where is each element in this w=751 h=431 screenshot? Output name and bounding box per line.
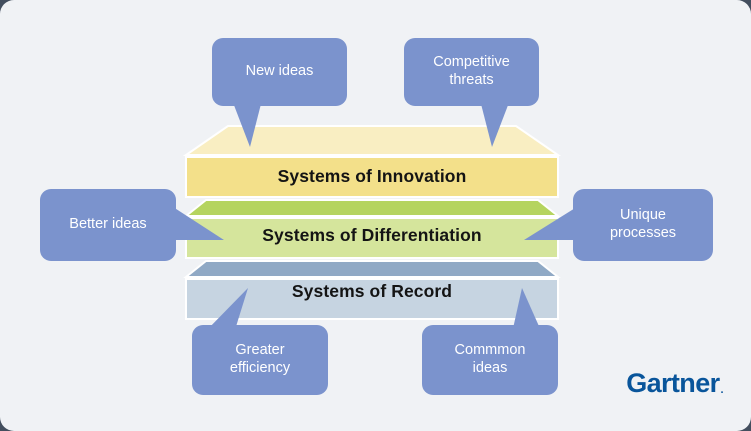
callout-unique-processes[interactable]: Unique processes — [573, 189, 713, 261]
layer-differentiation — [183, 199, 561, 259]
layer-innovation-body — [185, 156, 559, 198]
layer-record-body — [185, 278, 559, 320]
layer-record-top-face — [183, 260, 561, 278]
gartner-logo-text: Gartner — [626, 368, 720, 398]
callout-greater-efficiency-line1: Greater — [235, 342, 285, 359]
callout-competitive-threats-label: Competitive threats — [433, 54, 510, 89]
callout-better-ideas-label: Better ideas — [69, 216, 147, 233]
callout-commmon-ideas-line2: ideas — [472, 360, 508, 376]
callout-better-ideas[interactable]: Better ideas — [40, 189, 176, 261]
layer-label-innovation: Systems of Innovation — [277, 166, 467, 186]
callout-new-ideas-label: New ideas — [245, 63, 314, 80]
callout-unique-processes-line2: processes — [609, 225, 677, 241]
callout-commmon-ideas[interactable]: Commmon ideas — [422, 325, 558, 395]
callout-greater-efficiency[interactable]: Greater efficiency — [192, 325, 328, 395]
callout-unique-processes-line1: Unique — [620, 207, 666, 224]
callout-competitive-threats-line1: Competitive — [433, 54, 510, 71]
callout-new-ideas[interactable]: New ideas — [212, 38, 347, 106]
layer-innovation — [182, 125, 562, 198]
callout-commmon-ideas-label: Commmon ideas — [455, 342, 526, 377]
layer-label-record: Systems of Record — [291, 281, 453, 301]
gartner-logo: Gartner . — [626, 368, 724, 399]
callout-competitive-threats-line2: threats — [449, 72, 494, 88]
callout-commmon-ideas-line1: Commmon — [454, 342, 526, 359]
callout-greater-efficiency-label: Greater efficiency — [230, 342, 290, 377]
layer-label-differentiation: Systems of Differentiation — [262, 225, 482, 245]
layer-innovation-top-face — [182, 125, 562, 156]
layer-record — [183, 260, 561, 320]
callout-competitive-threats[interactable]: Competitive threats — [404, 38, 539, 106]
layer-differentiation-body — [185, 217, 559, 259]
registered-mark-icon: . — [720, 384, 724, 396]
callout-greater-efficiency-line2: efficiency — [229, 360, 291, 376]
layer-differentiation-top-face — [183, 199, 561, 217]
callout-unique-processes-label: Unique processes — [610, 207, 676, 242]
